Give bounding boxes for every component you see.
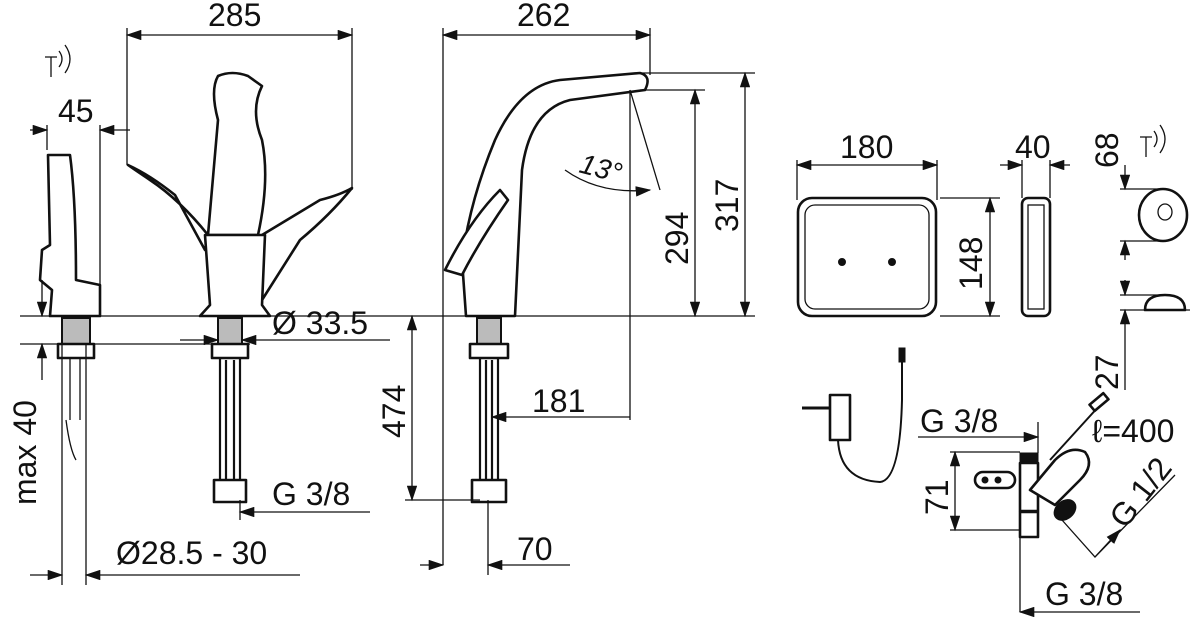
dim-valve-inlet: G 3/8 bbox=[920, 403, 998, 439]
dim-spout-angle: 13° bbox=[576, 148, 625, 189]
sensor-side-view bbox=[38, 153, 102, 461]
power-adapter bbox=[802, 347, 906, 484]
dim-spout-projection: 181 bbox=[532, 383, 585, 419]
dim-spout-height: 294 bbox=[659, 212, 695, 265]
dim-hose-length: 474 bbox=[376, 385, 412, 438]
dim-base-diameter: Ø 33.5 bbox=[272, 305, 368, 341]
dim-max-deck: max 40 bbox=[7, 400, 43, 505]
dim-side-width: 285 bbox=[208, 0, 261, 33]
dim-valve-outlet: G 3/8 bbox=[1045, 576, 1123, 612]
dim-hose-thread: G 3/8 bbox=[272, 476, 350, 512]
faucet-front-view bbox=[126, 71, 354, 504]
dim-panel-depth: 40 bbox=[1015, 129, 1051, 165]
dim-total-height: 317 bbox=[709, 179, 745, 232]
wireless-signal-icon bbox=[45, 44, 71, 77]
dim-remote-height: 27 bbox=[1089, 354, 1125, 390]
dim-panel-height: 148 bbox=[953, 237, 989, 290]
dimension-lines bbox=[20, 28, 1190, 618]
wireless-signal-icon bbox=[1140, 124, 1166, 157]
remote-sensor bbox=[1137, 187, 1189, 312]
sensor-panel-front bbox=[796, 196, 938, 318]
dim-cable-length: ℓ=400 bbox=[1092, 413, 1174, 449]
dim-sensor-depth: 45 bbox=[58, 93, 94, 129]
dim-panel-width: 180 bbox=[840, 129, 893, 165]
sensor-panel-side bbox=[1020, 196, 1052, 318]
dim-spout-reach: 262 bbox=[517, 0, 570, 33]
dim-remote-width: 68 bbox=[1089, 132, 1125, 168]
dim-base-offset: 70 bbox=[517, 531, 553, 567]
solenoid-valve bbox=[973, 391, 1110, 539]
dim-valve-thread: G 1/2 bbox=[1102, 450, 1179, 534]
faucet-side-view bbox=[443, 71, 649, 504]
dim-hole-diameter: Ø28.5 - 30 bbox=[116, 535, 267, 571]
dim-valve-height: 71 bbox=[919, 479, 955, 515]
